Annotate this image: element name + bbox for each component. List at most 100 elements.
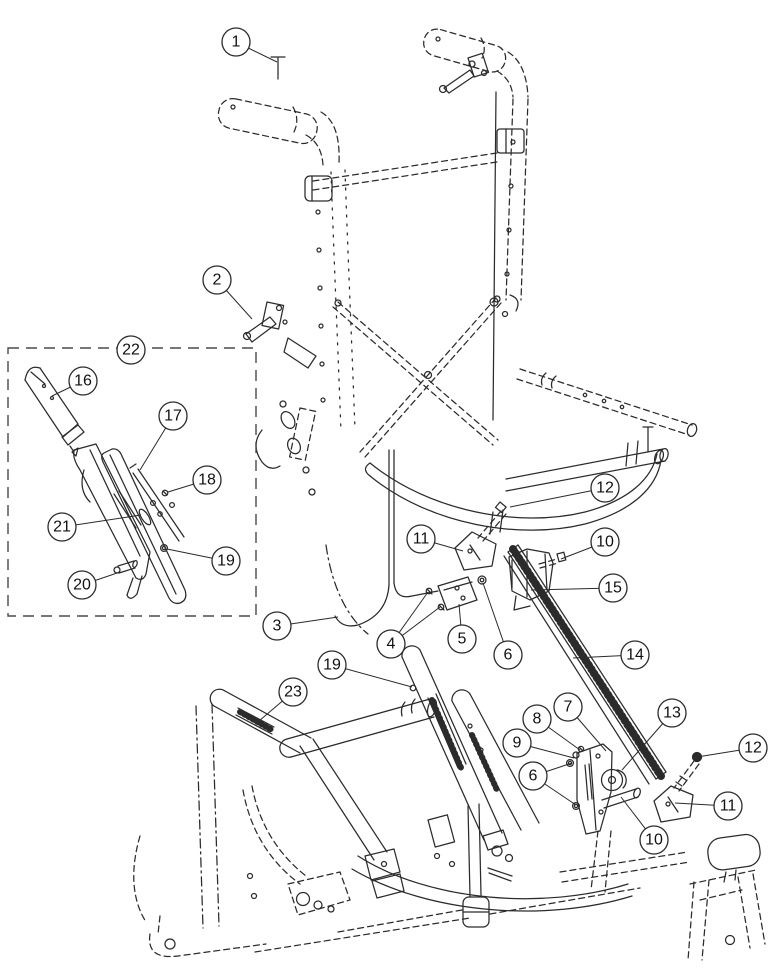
balloon-number: 12: [744, 740, 762, 757]
part-telescoping-strut: [209, 688, 405, 899]
balloon-number: 19: [323, 657, 341, 674]
balloon-number: 2: [213, 272, 222, 289]
balloon-number: 11: [413, 531, 430, 548]
part-nut-upper: [477, 575, 487, 585]
part-right-back-post: [496, 98, 529, 301]
callout-23: 23: [258, 677, 308, 722]
balloon-number: 19: [217, 553, 235, 570]
callout-3: 3: [262, 611, 339, 641]
part-left-push-handle: [217, 97, 340, 202]
part-bumper-16: [24, 366, 85, 457]
part-right-push-handle: [423, 28, 529, 98]
part-base-cross-tube: [279, 698, 438, 758]
part-diagonal-rail-b: [451, 689, 540, 831]
balloon-circle: [158, 401, 188, 431]
balloon-number: 12: [596, 480, 614, 497]
balloon-number: 6: [529, 768, 538, 785]
callout-6: 6: [518, 761, 577, 806]
part-pin-20: [113, 560, 138, 574]
balloon-number: 3: [273, 618, 282, 635]
callout-10: 10: [560, 527, 620, 560]
detail-box-22: [7, 347, 257, 617]
part-cross-braces: [332, 295, 502, 458]
part-mid-brackets: [427, 814, 514, 882]
part-seat-rail-right: [516, 368, 698, 437]
balloon-circle: [67, 570, 97, 600]
callout-9: 9: [502, 728, 575, 759]
part-bolt-top: [270, 56, 286, 80]
part-lower-seat-tube: [505, 426, 669, 492]
balloon-number: 10: [645, 832, 663, 849]
callout-4: 4: [376, 591, 441, 659]
balloon-circle: [553, 692, 583, 722]
part-link-rod-upper: [454, 501, 507, 571]
balloon-circle: [278, 677, 308, 707]
balloon-number: 22: [122, 342, 140, 359]
balloon-circle: [522, 704, 552, 734]
callout-10: 10: [620, 796, 669, 855]
part-caster: [687, 833, 766, 961]
callout-20: 20: [67, 570, 121, 600]
balloon-number: 16: [74, 373, 92, 390]
balloon-number: 5: [458, 631, 467, 648]
callout-17: 17: [139, 401, 188, 471]
balloon-circle: [202, 265, 232, 295]
balloon-circle: [590, 473, 620, 503]
balloon-circle: [262, 611, 292, 641]
balloon-circle: [192, 465, 222, 495]
part-release-lever: [242, 301, 317, 369]
part-bolt-10-upper: [538, 551, 567, 569]
part-left-back-post: [315, 169, 356, 433]
part-brake-cable: [492, 91, 497, 421]
balloon-number: 18: [198, 472, 216, 489]
balloon-circle: [639, 825, 669, 855]
balloon-number: 11: [720, 798, 737, 815]
balloon-number: 8: [533, 711, 542, 728]
part-rear-hub: [242, 785, 351, 916]
callout-16: 16: [51, 366, 98, 397]
part-front-post: [462, 803, 490, 928]
part-brake-lever: [438, 52, 490, 94]
callout-6: 6: [482, 582, 523, 670]
part-cross-bar: [312, 152, 498, 191]
balloon-circle: [713, 791, 743, 821]
callout-11: 11: [406, 524, 464, 554]
part-channel-plate: [73, 443, 151, 599]
balloon-circle: [502, 728, 532, 758]
balloon-number: 4: [387, 636, 396, 653]
part-release-cable: [325, 449, 439, 635]
part-bolt-clevis-lower: [653, 751, 703, 823]
callout-19: 19: [166, 546, 241, 576]
balloon-number: 23: [284, 684, 302, 701]
balloon-circle: [518, 761, 548, 791]
callout-15: 15: [530, 573, 628, 603]
balloon-number: 14: [626, 647, 644, 664]
callout-19: 19: [317, 650, 413, 688]
balloon-circle: [211, 546, 241, 576]
balloon-circle: [47, 512, 77, 542]
balloon-circle: [657, 698, 687, 728]
callout-22: 22: [116, 335, 146, 365]
balloon-circle: [221, 27, 251, 57]
part-rear-left-post: [133, 703, 267, 958]
leader-line: [509, 487, 606, 508]
part-seat-corner-left: [255, 400, 317, 496]
balloon-number: 21: [53, 519, 71, 536]
balloon-number: 13: [663, 705, 681, 722]
balloon-number: 7: [564, 699, 573, 716]
callout-7: 7: [553, 692, 607, 752]
balloon-number: 6: [504, 647, 513, 664]
balloon-number: 17: [164, 408, 182, 425]
part-outer-plate: [101, 448, 187, 605]
balloon-number: 15: [604, 580, 622, 597]
balloon-circle: [598, 573, 628, 603]
part-diagonal-rail-a: [401, 645, 503, 841]
callout-5: 5: [447, 603, 477, 654]
balloon-circle: [317, 650, 347, 680]
balloon-circle: [620, 640, 650, 670]
balloon-circle: [447, 624, 477, 654]
part-latch-plate: [425, 576, 478, 611]
callout-11: 11: [674, 791, 743, 821]
part-base-frame-tubes: [254, 851, 691, 953]
